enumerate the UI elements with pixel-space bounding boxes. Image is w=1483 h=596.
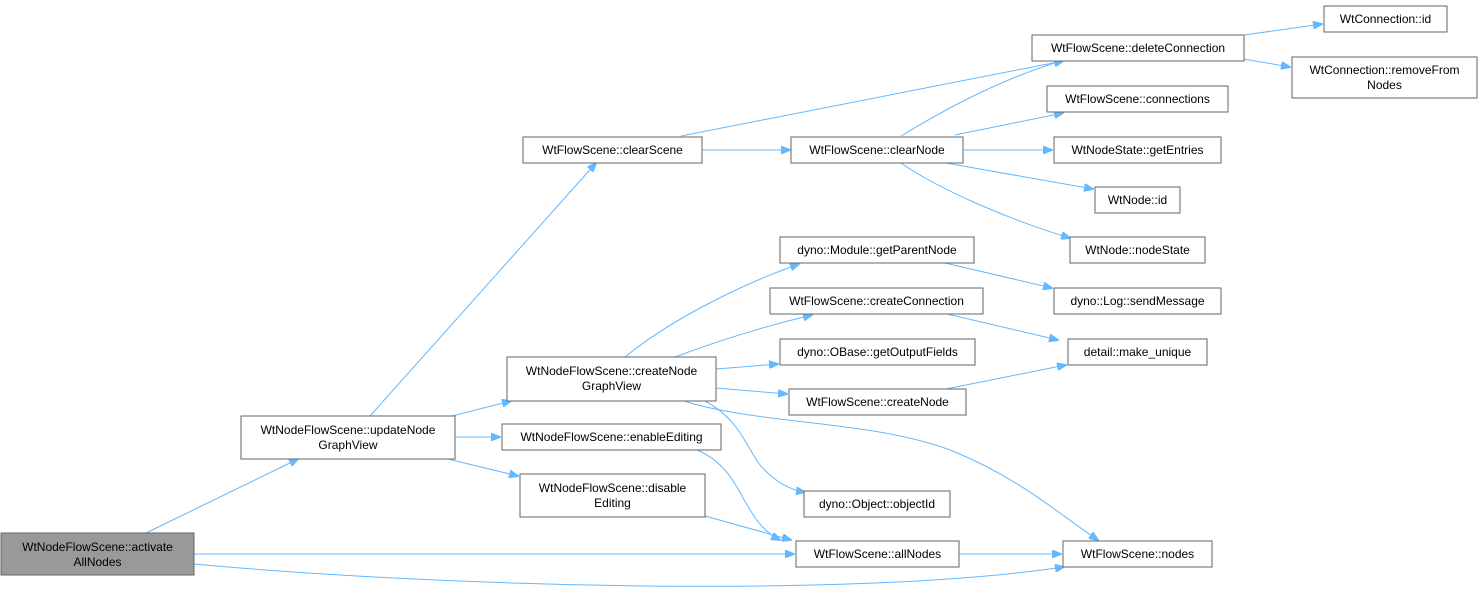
node-send-message[interactable]: dyno::Log::sendMessage — [1053, 287, 1222, 315]
node-clear-node[interactable]: WtFlowScene::clearNode — [790, 136, 964, 164]
node-enable-editing[interactable]: WtNodeFlowScene::enableEditing — [501, 423, 722, 451]
node-node-id[interactable]: WtNode::id — [1094, 186, 1181, 214]
node-create-connection[interactable]: WtFlowScene::createConnection — [769, 287, 984, 315]
edge-disableediting-to-allnodes — [704, 515, 791, 540]
edge-createnodegraphview-to-createnode — [715, 387, 787, 394]
edge-createnodegraphview-to-getoutputfields — [715, 364, 778, 370]
node-disable-editing[interactable]: WtNodeFlowScene::disable Editing — [519, 473, 706, 518]
node-object-id[interactable]: dyno::Object::objectId — [803, 490, 951, 518]
node-label: WtFlowScene::clearScene — [542, 143, 683, 157]
edge-createnodegraphview-to-objectid — [704, 400, 805, 492]
edge-clearscene-to-deleteconnection — [680, 61, 1063, 137]
node-label: WtFlowScene::clearNode — [809, 143, 945, 157]
node-label: detail::make_unique — [1084, 345, 1192, 359]
edge-clearnode-to-nodeid — [945, 162, 1093, 189]
edge-activate-to-updatenodegraphview — [145, 459, 298, 534]
node-make-unique[interactable]: detail::make_unique — [1067, 338, 1208, 366]
edge-deleteconnection-to-removefromnodes — [1243, 58, 1290, 67]
node-label: dyno::OBase::getOutputFields — [797, 345, 958, 359]
edge-deleteconnection-to-connectionid — [1243, 24, 1322, 36]
node-label: dyno::Object::objectId — [819, 497, 935, 511]
node-label-line2: GraphView — [582, 379, 641, 393]
node-label-line2: Editing — [594, 496, 631, 510]
node-label-line1: WtConnection::removeFrom — [1309, 63, 1459, 77]
node-label: WtFlowScene::connections — [1065, 92, 1210, 106]
node-nodes[interactable]: WtFlowScene::nodes — [1062, 540, 1213, 568]
node-get-output-fields[interactable]: dyno::OBase::getOutputFields — [779, 338, 976, 366]
node-remove-from-nodes[interactable]: WtConnection::removeFrom Nodes — [1291, 56, 1478, 99]
node-update-node-graph-view[interactable]: WtNodeFlowScene::updateNode GraphView — [240, 415, 456, 460]
node-label: WtFlowScene::createConnection — [789, 294, 964, 308]
node-get-entries[interactable]: WtNodeState::getEntries — [1053, 136, 1222, 164]
edge-enableediting-to-allnodes — [696, 449, 780, 540]
edge-updatenodegraphview-to-disableediting — [447, 458, 518, 476]
node-label: WtNodeState::getEntries — [1071, 143, 1203, 157]
edge-createnodegraphview-to-createconnection — [674, 315, 812, 358]
node-label-line1: WtNodeFlowScene::createNode — [526, 364, 698, 378]
node-layer: WtNodeFlowScene::activate AllNodes WtNod… — [0, 5, 1478, 576]
node-label: WtFlowScene::allNodes — [814, 547, 941, 561]
node-create-node[interactable]: WtFlowScene::createNode — [788, 388, 967, 416]
edge-createnodegraphview-to-nodes — [683, 400, 1098, 540]
node-delete-connection[interactable]: WtFlowScene::deleteConnection — [1031, 34, 1245, 62]
node-clear-scene[interactable]: WtFlowScene::clearScene — [522, 136, 703, 164]
edge-clearnode-to-deleteconnection — [900, 60, 1064, 137]
node-connection-id[interactable]: WtConnection::id — [1323, 5, 1448, 33]
edge-activate-to-nodes — [193, 563, 1064, 587]
node-label: dyno::Module::getParentNode — [797, 243, 957, 257]
node-label: WtFlowScene::deleteConnection — [1051, 41, 1225, 55]
node-label: WtFlowScene::nodes — [1081, 547, 1194, 561]
node-activate-all-nodes[interactable]: WtNodeFlowScene::activate AllNodes — [0, 532, 195, 576]
node-label-line1: WtNodeFlowScene::activate — [22, 540, 173, 554]
node-label-line2: AllNodes — [73, 555, 121, 569]
edge-getparentnode-to-sendmessage — [944, 262, 1052, 288]
edge-clearnode-to-nodestate — [900, 162, 1070, 238]
node-label: WtFlowScene::createNode — [806, 395, 949, 409]
node-node-state[interactable]: WtNode::nodeState — [1069, 236, 1206, 264]
node-label: WtConnection::id — [1340, 12, 1431, 26]
edge-createnode-to-makeunique — [945, 365, 1066, 390]
edge-updatenodegraphview-to-createnodegraphview — [451, 401, 511, 417]
edge-layer — [145, 24, 1322, 587]
node-label-line2: Nodes — [1367, 78, 1402, 92]
node-label: WtNodeFlowScene::enableEditing — [520, 430, 702, 444]
node-label: dyno::Log::sendMessage — [1070, 294, 1204, 308]
edge-updatenodegraphview-to-clearscene — [369, 163, 596, 417]
node-label-line2: GraphView — [318, 438, 377, 452]
node-label: WtNode::id — [1108, 193, 1167, 207]
edge-createnodegraphview-to-getparentnode — [624, 264, 799, 358]
node-connections[interactable]: WtFlowScene::connections — [1046, 85, 1229, 113]
node-label-line1: WtNodeFlowScene::updateNode — [261, 423, 436, 437]
edge-clearnode-to-connections — [954, 113, 1063, 136]
edge-createconnection-to-makeunique — [946, 313, 1058, 340]
node-label: WtNode::nodeState — [1085, 243, 1190, 257]
node-create-node-graph-view[interactable]: WtNodeFlowScene::createNode GraphView — [506, 356, 717, 402]
node-all-nodes[interactable]: WtFlowScene::allNodes — [795, 540, 960, 568]
node-label-line1: WtNodeFlowScene::disable — [539, 481, 687, 495]
node-get-parent-node[interactable]: dyno::Module::getParentNode — [779, 236, 975, 264]
